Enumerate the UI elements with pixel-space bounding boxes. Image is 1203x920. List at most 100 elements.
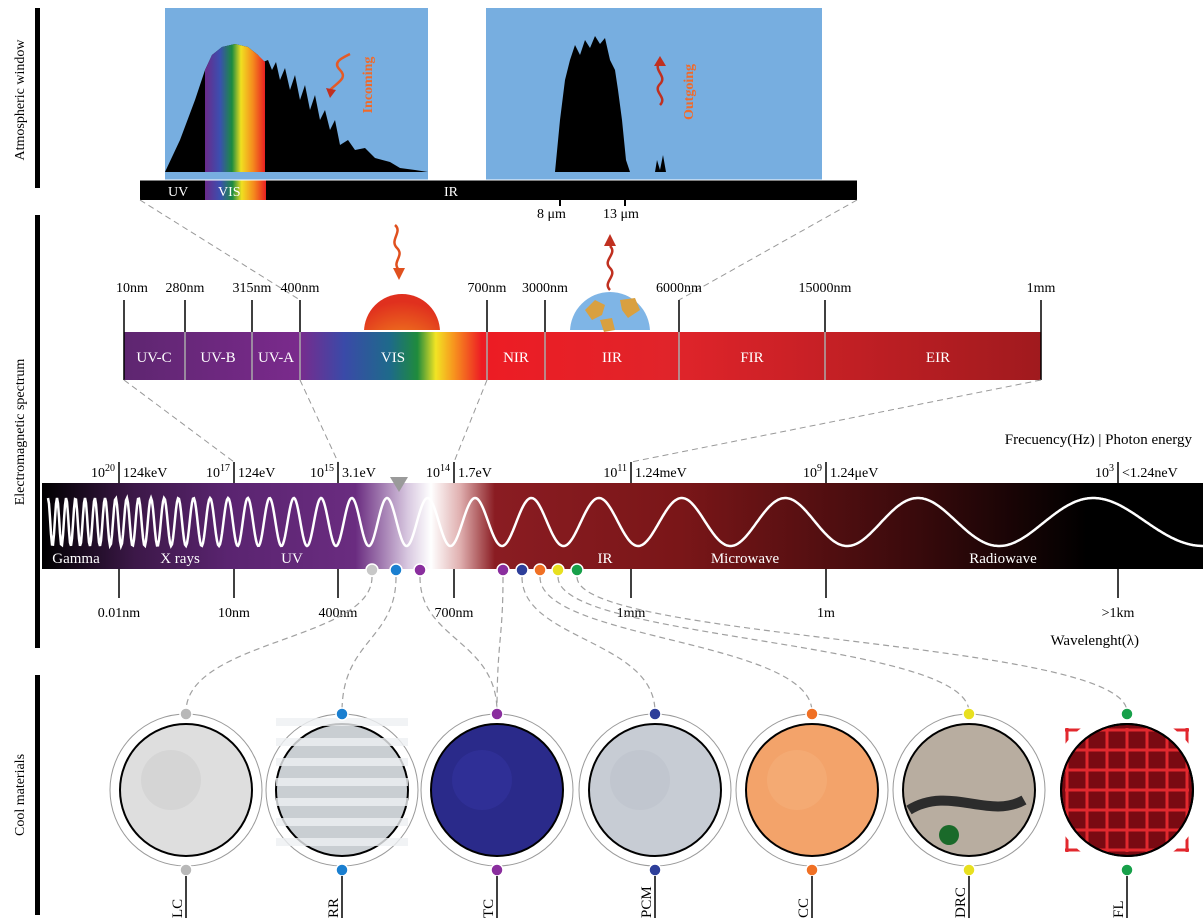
top-wavelength-label: 3000nm (522, 281, 568, 296)
top-band-label: VIS (381, 350, 405, 366)
spectrum-material-dot (551, 563, 565, 577)
photon-energy-label: 1.7eV (458, 466, 492, 481)
material-label: PCM (639, 886, 655, 918)
em-region-label: Radiowave (969, 551, 1037, 567)
em-wavelength-label: 1mm (617, 606, 646, 621)
em-section-bar (35, 215, 40, 648)
top-wavelength-label: 700nm (468, 281, 507, 296)
material-dot-top (962, 707, 976, 721)
photon-energy-label: 1.24meV (635, 466, 687, 481)
material-dot-bottom (805, 863, 819, 877)
material-dot-bottom (962, 863, 976, 877)
em-region-label: IR (598, 551, 613, 567)
em-region-labels: Gamma X rays UV IR Microwave Radiowave (52, 551, 1037, 567)
material-dot-top (1120, 707, 1134, 721)
em-wave (46, 494, 1203, 551)
material-label: FL (1111, 900, 1127, 918)
spectrum-material-dot (413, 563, 427, 577)
material-label: RR (326, 898, 342, 918)
top-spectrum-band (124, 332, 1041, 380)
material-label: DRC (953, 887, 969, 918)
material-sample-cc: CC (735, 707, 889, 918)
top-wavelength-label: 315nm (233, 281, 272, 296)
material-sample-lc: LC (109, 707, 263, 918)
photon-energy-label: 3.1eV (342, 466, 376, 481)
window-bar-vis: VIS (218, 185, 241, 200)
top-wavelength-label: 280nm (166, 281, 205, 296)
material-dot-top (648, 707, 662, 721)
material-label: LC (170, 899, 186, 918)
outgoing-label: Outgoing (682, 64, 697, 120)
top-wavelength-label: 6000nm (656, 281, 702, 296)
material-sample-tc: TC (420, 707, 574, 918)
spectrum-material-dot (496, 563, 510, 577)
material-dot-bottom (1120, 863, 1134, 877)
freq-exponent-label: 1015 (310, 463, 334, 481)
wavelength-header: Wavelenght(λ) (1050, 633, 1139, 649)
section-label-atmospheric: Atmospheric window (13, 39, 28, 161)
materials-section-bar (35, 675, 40, 915)
em-region-label: Microwave (711, 551, 780, 567)
em-spectrum-band (42, 483, 1203, 569)
em-wavelength-label: 0.01nm (98, 606, 141, 621)
photon-energy-label: 1.24μeV (830, 466, 878, 481)
em-region-label: UV (281, 551, 303, 567)
material-label: CC (796, 898, 812, 918)
em-wavelength-label: >1km (1102, 606, 1135, 621)
visible-marker-icon (390, 477, 408, 492)
sun-icon (364, 224, 440, 330)
incoming-window-panel: Incoming (165, 8, 428, 180)
em-wavelength-label: 1m (817, 606, 835, 621)
material-sample-fl: FL (1050, 707, 1203, 918)
atmospheric-section-bar (35, 8, 40, 188)
tick-8um: 8 μm (537, 207, 566, 222)
material-dot-top (335, 707, 349, 721)
top-band-label: UV-B (200, 350, 235, 366)
material-label: TC (481, 899, 497, 918)
top-wavelength-label: 15000nm (799, 281, 852, 296)
photon-energy-label: 124keV (123, 466, 167, 481)
freq-header: Frecuency(Hz) | Photon energy (1005, 432, 1193, 448)
top-band-label: EIR (926, 350, 950, 366)
tick-13um: 13 μm (603, 207, 639, 222)
freq-exponent-label: 1020 (91, 463, 115, 481)
em-region-label: X rays (160, 551, 200, 567)
window-bar (140, 180, 857, 200)
freq-exponent-label: 109 (803, 463, 822, 481)
photon-energy-label: <1.24neV (1122, 466, 1178, 481)
top-band-label: FIR (740, 350, 763, 366)
spectrum-material-dot (515, 563, 529, 577)
incoming-label: Incoming (361, 57, 376, 114)
top-band-label: IIR (602, 350, 622, 366)
window-bar-ir: IR (444, 185, 459, 200)
material-sample-rr: RR (265, 707, 419, 918)
material-dot-bottom (335, 863, 349, 877)
em-wavelength-label: 10nm (218, 606, 250, 621)
material-dot-top (490, 707, 504, 721)
freq-exponent-label: 1014 (426, 463, 450, 481)
top-wavelength-label: 1mm (1027, 281, 1056, 296)
material-dot-top (805, 707, 819, 721)
top-band-ticks: 10nm 280nm 315nm 400nm 700nm 3000nm 6000nm 1500… (116, 281, 1055, 380)
top-band-label: UV-A (258, 350, 294, 366)
freq-exponent-label: 1011 (603, 463, 627, 481)
material-dot-bottom (490, 863, 504, 877)
spectrum-material-dot (533, 563, 547, 577)
spectrum-material-dot (570, 563, 584, 577)
top-wavelength-label: 400nm (281, 281, 320, 296)
spectrum-material-dot (389, 563, 403, 577)
top-band-label: NIR (503, 350, 529, 366)
material-dot-bottom (648, 863, 662, 877)
em-region-label: Gamma (52, 551, 100, 567)
photon-energy-label: 124eV (238, 466, 275, 481)
material-dot-top (179, 707, 193, 721)
window-bar-uv: UV (168, 185, 188, 200)
material-sample-pcm: PCM (578, 707, 732, 918)
em-material-dots (365, 563, 584, 577)
outgoing-window-panel: Outgoing (486, 8, 822, 180)
material-sample-drc: DRC (892, 707, 1046, 918)
top-wavelength-label: 10nm (116, 281, 148, 296)
